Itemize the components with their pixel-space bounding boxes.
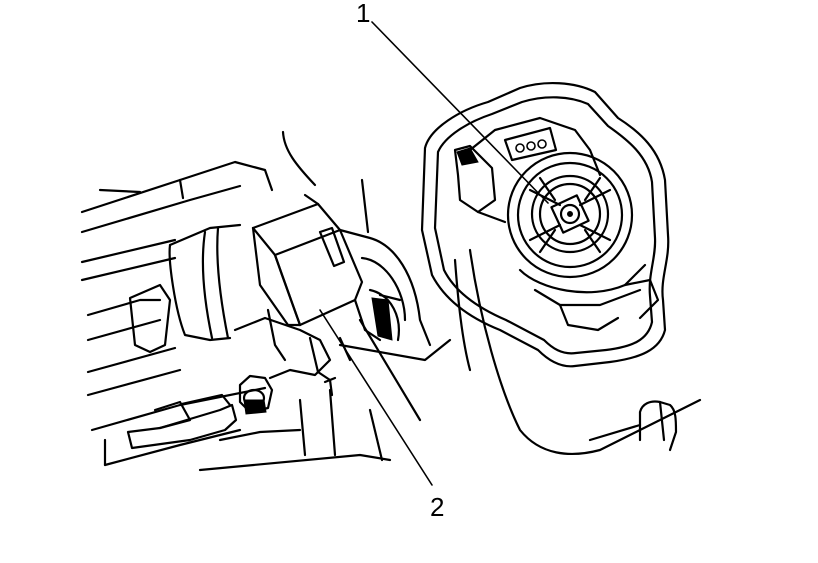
leader-line-2: [319, 309, 433, 486]
engine-housing: [80, 160, 392, 472]
callout-label-2: 2: [430, 492, 444, 522]
electrical-connector: [251, 130, 452, 422]
corner-bracket: [588, 400, 678, 452]
callout-leaders: [319, 21, 549, 486]
callout-label-1: 1: [356, 0, 370, 28]
sensor-housing: [420, 81, 702, 456]
leader-line-1: [371, 21, 549, 204]
